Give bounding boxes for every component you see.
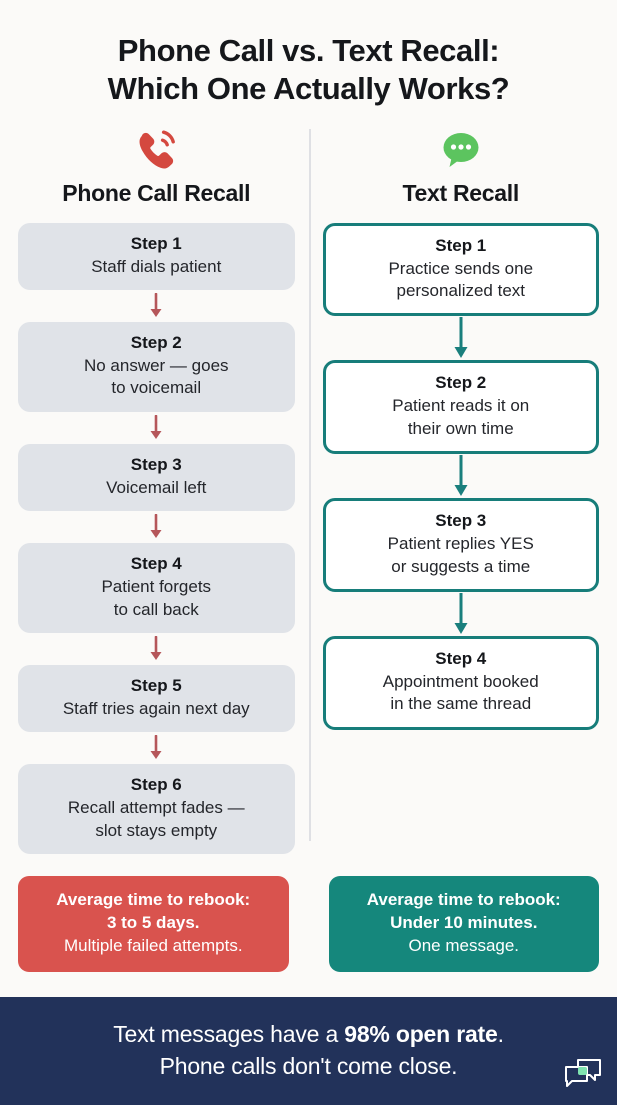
step-box: Step 3 Patient replies YES or suggests a… — [322, 498, 599, 593]
page-title: Phone Call vs. Text Recall: Which One Ac… — [0, 0, 617, 108]
step-title: Step 5 — [130, 676, 182, 695]
arrow-down-icon — [147, 514, 165, 540]
banner-subtext: One message. — [408, 935, 520, 955]
double-chat-bubble-logo — [563, 1056, 603, 1095]
phone-call-steps: Step 1 Staff dials patient Step 2 No ans… — [18, 222, 295, 855]
page-title-line-2: Which One Actually Works? — [107, 70, 510, 106]
banner-subtext: Multiple failed attempts. — [63, 935, 243, 955]
text-recall-column-heading: Text Recall — [402, 179, 520, 206]
page-title-line-1: Phone Call vs. Text Recall: — [117, 33, 500, 68]
step-description: Voicemail left — [106, 477, 207, 497]
step-title: Step 6 — [130, 775, 182, 795]
step-description: Patient replies YES or suggests a time — [387, 534, 534, 576]
footer-line-2: Phone calls don't come close. — [159, 1053, 458, 1079]
arrow-down-icon — [147, 636, 165, 662]
step-description: Patient reads it on their own time — [392, 396, 530, 438]
step-box: Step 1 Practice sends one personalized t… — [322, 222, 599, 317]
step-description: Staff tries again next day — [62, 698, 250, 718]
summary-banners: Average time to rebook: 3 to 5 days. Mul… — [0, 876, 617, 973]
text-recall-column: Text Recall Step 1 Practice sends one pe… — [309, 126, 599, 855]
step-box: Step 6 Recall attempt fades — slot stays… — [18, 764, 295, 855]
comparison-columns: Phone Call Recall Step 1 Staff dials pat… — [0, 126, 617, 855]
arrow-down-icon — [451, 317, 471, 359]
step-description: Recall attempt fades — slot stays empty — [67, 798, 245, 840]
footer-text: Text messages have a 98% open rate. Phon… — [113, 1018, 504, 1084]
step-description: No answer — goes to voicemail — [83, 355, 229, 398]
step-box: Step 1 Staff dials patient — [18, 222, 295, 290]
phone-ringing-icon — [133, 126, 179, 174]
step-description: Staff dials patient — [91, 256, 222, 276]
phone-call-summary-banner: Average time to rebook: 3 to 5 days. Mul… — [18, 876, 289, 973]
step-title: Step 4 — [435, 649, 487, 669]
step-box: Step 5 Staff tries again next day — [18, 665, 295, 733]
footer-banner: Text messages have a 98% open rate. Phon… — [0, 997, 617, 1105]
arrow-down-icon — [147, 735, 165, 761]
arrow-down-icon — [147, 414, 165, 441]
column-divider — [309, 128, 311, 841]
step-title: Step 3 — [435, 511, 487, 531]
chat-bubble-dots-icon — [438, 126, 484, 174]
banner-headline: Average time to rebook: Under 10 minutes… — [366, 890, 561, 932]
step-box: Step 2 Patient reads it on their own tim… — [322, 360, 599, 455]
phone-call-column: Phone Call Recall Step 1 Staff dials pat… — [18, 126, 309, 855]
step-description: Patient forgets to call back — [101, 577, 212, 619]
step-box: Step 4 Patient forgets to call back — [18, 543, 295, 633]
step-box: Step 4 Appointment booked in the same th… — [322, 636, 599, 730]
step-title: Step 2 — [130, 333, 182, 352]
step-box: Step 2 No answer — goes to voicemail — [18, 322, 295, 412]
banner-headline: Average time to rebook: 3 to 5 days. — [56, 890, 251, 932]
step-description: Practice sends one personalized text — [388, 258, 534, 300]
step-title: Step 1 — [435, 235, 487, 255]
text-recall-summary-banner: Average time to rebook: Under 10 minutes… — [328, 876, 599, 973]
step-title: Step 4 — [130, 554, 182, 574]
footer-line-1-suffix: . — [497, 1020, 504, 1047]
footer-line-1-highlight: 98% open rate — [344, 1020, 498, 1047]
step-title: Step 3 — [130, 454, 182, 474]
step-box: Step 3 Voicemail left — [18, 443, 295, 512]
step-description: Appointment booked in the same thread — [382, 672, 539, 714]
arrow-down-icon — [451, 593, 471, 635]
text-recall-steps: Step 1 Practice sends one personalized t… — [322, 222, 599, 730]
arrow-down-icon — [147, 293, 165, 319]
step-title: Step 1 — [130, 233, 182, 253]
step-title: Step 2 — [435, 373, 487, 393]
phone-call-column-heading: Phone Call Recall — [62, 179, 251, 206]
footer-line-1: Text messages have a 98% open rate. — [113, 1018, 504, 1050]
arrow-down-icon — [451, 455, 471, 497]
footer-line-1-prefix: Text messages have a — [113, 1020, 345, 1047]
